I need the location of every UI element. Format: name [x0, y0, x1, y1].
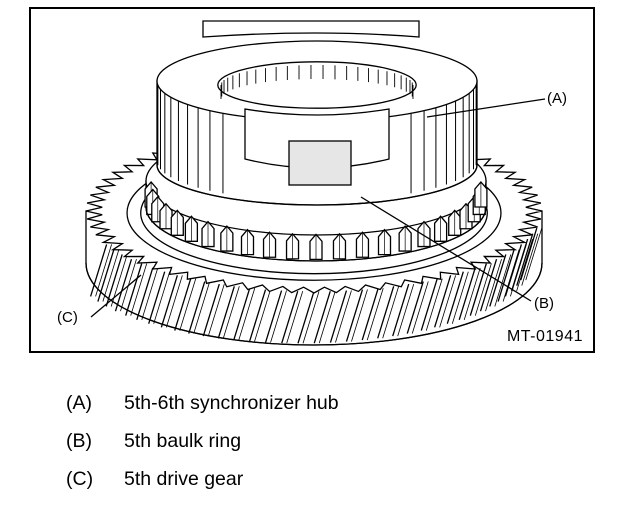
- gear-helical-tooth: [516, 233, 534, 286]
- gear-helical-tooth: [377, 286, 395, 339]
- gear-assembly-illustration: [85, 20, 546, 346]
- gear-helical-tooth: [114, 258, 133, 312]
- gear-tooth-edge: [165, 275, 183, 328]
- gear-helical-tooth: [233, 287, 251, 341]
- gear-tooth-edge: [302, 291, 320, 344]
- gear-tooth-edge: [521, 233, 539, 286]
- gear-tooth-edge: [411, 281, 429, 334]
- legend-row-a: (A) 5th-6th synchronizer hub: [66, 384, 339, 422]
- gear-tooth-edge: [95, 244, 112, 297]
- gear-tooth-edge: [463, 267, 481, 320]
- gear-helical-tooth: [160, 275, 178, 328]
- gear-tooth-edge: [102, 249, 120, 302]
- gear-helical-tooth: [105, 254, 123, 307]
- gear-tooth-edge: [238, 287, 256, 341]
- gear-tooth-edge: [525, 227, 543, 281]
- gear-tooth-edge: [382, 286, 400, 339]
- parts-legend: (A) 5th-6th synchronizer hub (B) 5th bau…: [66, 384, 339, 498]
- gear-helical-tooth: [420, 278, 438, 331]
- gear-helical-tooth: [217, 286, 235, 339]
- callout-leader-lines: [90, 98, 546, 318]
- gear-tooth-edge: [286, 291, 304, 344]
- callout-label-b: (B): [534, 295, 554, 312]
- gear-tooth-edge: [193, 281, 211, 334]
- gear-helical-tooth: [406, 281, 424, 334]
- hub-back-flange: [202, 20, 420, 38]
- gear-helical-tooth: [174, 278, 192, 331]
- gear-tooth-edge: [141, 267, 159, 320]
- gear-bottom-edge: [85, 262, 543, 346]
- gear-helical-tooth: [392, 283, 410, 337]
- legend-key-c: (C): [66, 467, 94, 490]
- gear-helical-tooth: [188, 281, 206, 334]
- gear-tooth-edge: [335, 290, 352, 343]
- leader-line-b: [360, 196, 532, 302]
- leader-line-c: [90, 274, 142, 318]
- gear-helical-tooth: [297, 291, 315, 344]
- gear-tooth-edge: [153, 271, 171, 324]
- hub-window: [244, 108, 390, 169]
- synchronizer-hub-drawing: [156, 20, 478, 206]
- hub-window-slot: [288, 140, 352, 186]
- gear-tooth-edge: [474, 263, 492, 316]
- legend-desc-c: 5th drive gear: [124, 467, 244, 490]
- gear-helical-tooth: [497, 249, 515, 302]
- legend-key-b: (B): [66, 429, 92, 452]
- gear-tooth-edge: [207, 283, 225, 337]
- legend-key-a: (A): [66, 391, 92, 414]
- gear-tooth-edge: [494, 254, 512, 307]
- gear-tooth-edge: [451, 271, 469, 324]
- gear-helical-tooth: [97, 249, 115, 302]
- gear-tooth-edge: [130, 263, 148, 316]
- gear-helical-tooth: [89, 244, 108, 297]
- gear-helical-tooth: [202, 283, 220, 337]
- gear-tooth-edge: [222, 286, 240, 339]
- gear-helical-tooth: [446, 271, 464, 324]
- gear-tooth-edge: [502, 249, 520, 302]
- gear-tooth-edge: [270, 290, 287, 343]
- gear-tooth-edge: [366, 287, 384, 341]
- gear-helical-tooth: [361, 287, 379, 341]
- hub-inner-bore: [217, 61, 417, 109]
- gear-tooth-edge: [439, 275, 457, 328]
- baulk-ring-bottom-edge: [145, 206, 487, 262]
- gear-tooth-edge: [397, 283, 415, 337]
- gear-tooth-edge: [425, 278, 443, 331]
- hub-bottom-edge: [156, 164, 478, 206]
- legend-desc-a: 5th-6th synchronizer hub: [124, 391, 339, 414]
- gear-tooth-edge: [516, 238, 534, 292]
- leader-line-a: [426, 98, 546, 118]
- gear-helical-tooth: [479, 258, 498, 312]
- callout-label-c: (C): [57, 309, 78, 326]
- gear-tooth-edge: [318, 291, 336, 344]
- gear-tooth-edge: [254, 289, 271, 342]
- gear-helical-tooth: [520, 227, 538, 281]
- legend-row-c: (C) 5th drive gear: [66, 460, 339, 498]
- gear-assembly-figure: (A) (B) (C) MT-01941: [29, 7, 595, 353]
- gear-helical-tooth: [313, 290, 331, 344]
- gear-helical-tooth: [125, 263, 143, 316]
- gear-helical-tooth: [281, 290, 299, 344]
- gear-helical-tooth: [264, 290, 283, 343]
- gear-tooth-edge: [485, 259, 502, 312]
- gear-helical-tooth: [345, 289, 364, 342]
- gear-helical-tooth: [511, 238, 529, 292]
- gear-helical-tooth: [329, 290, 348, 343]
- gear-tooth-edge: [351, 289, 368, 342]
- gear-helical-tooth: [148, 271, 166, 324]
- gear-tooth-edge: [179, 278, 197, 331]
- callout-label-a: (A): [547, 90, 567, 107]
- gear-helical-tooth: [136, 267, 154, 321]
- legend-row-b: (B) 5th baulk ring: [66, 422, 339, 460]
- gear-helical-tooth: [458, 267, 476, 321]
- figure-id: MT-01941: [506, 328, 583, 345]
- legend-desc-b: 5th baulk ring: [124, 429, 242, 452]
- gear-helical-tooth: [434, 275, 452, 328]
- gear-helical-tooth: [248, 289, 267, 342]
